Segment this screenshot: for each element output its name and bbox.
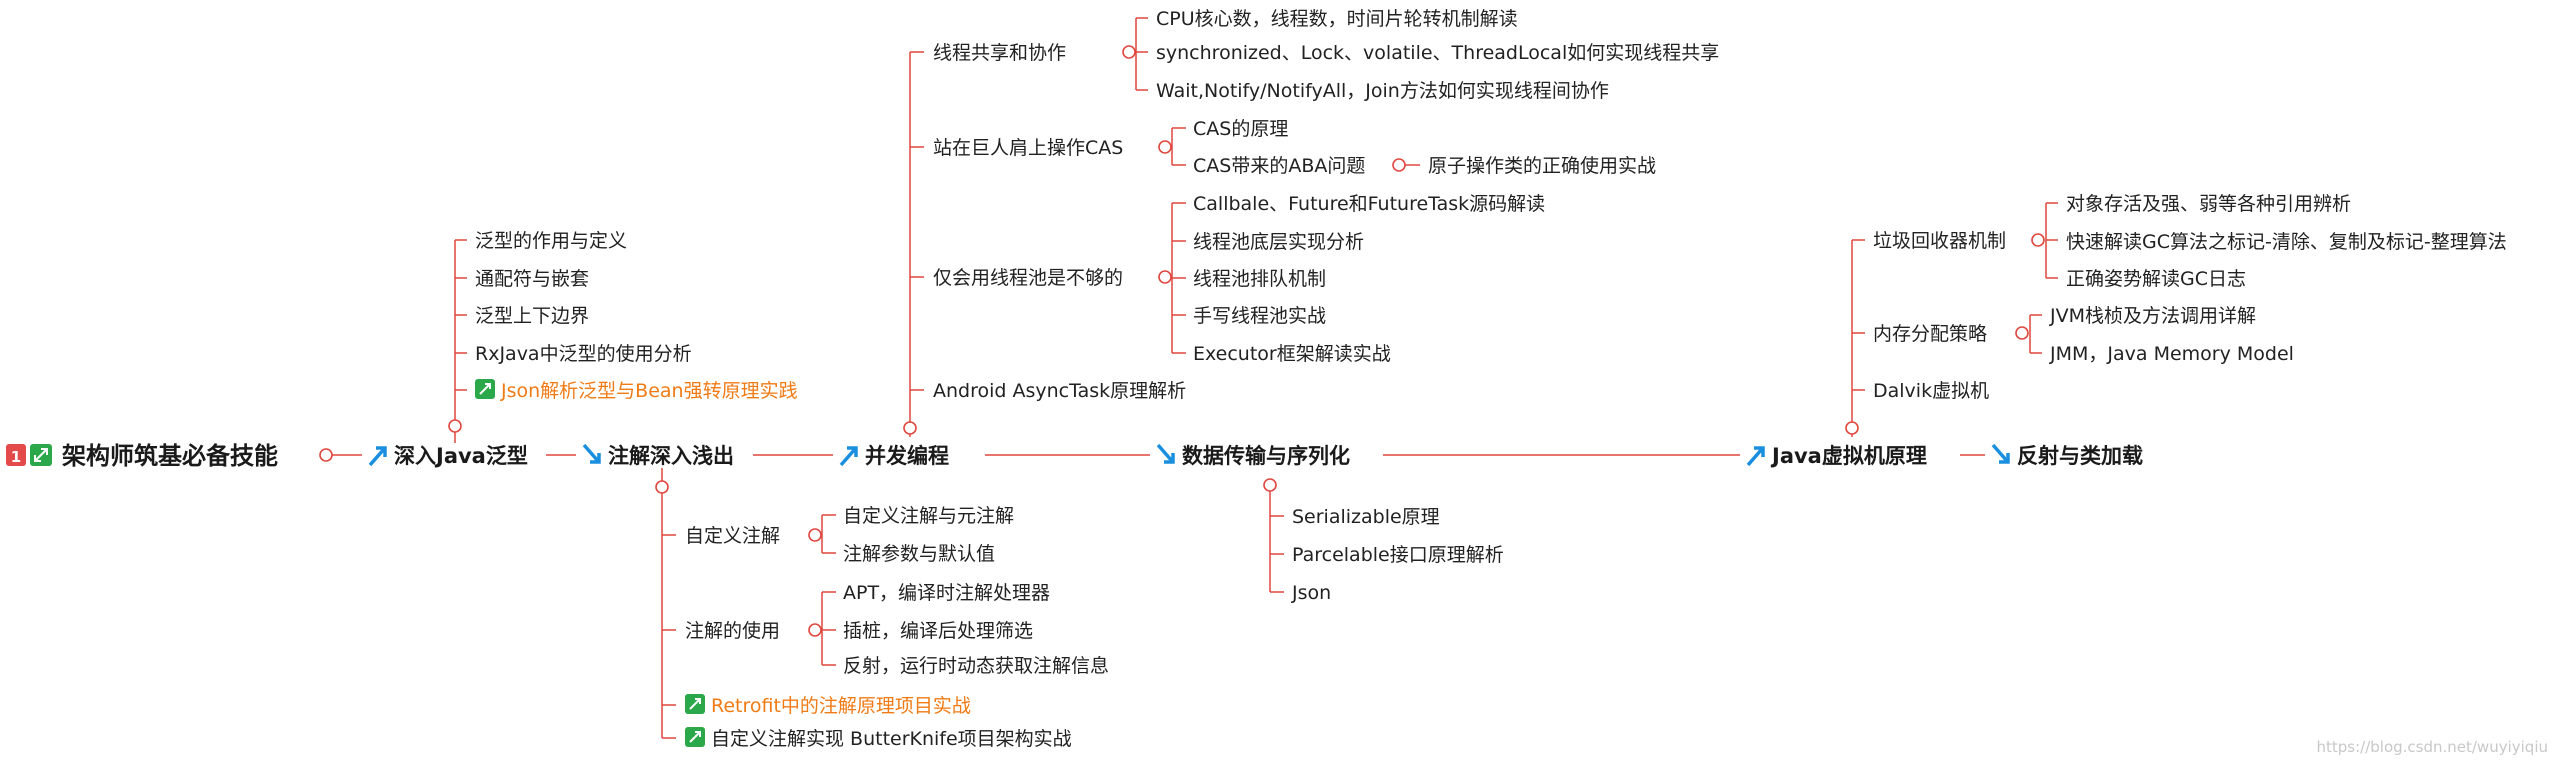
arrow-up-right-icon [368, 446, 387, 467]
jvm-item: JMM，Java Memory Model [2049, 343, 2294, 365]
concurrency-item: 手写线程池实战 [1193, 305, 1326, 327]
concurrency-connector [903, 421, 917, 435]
concurrency-item: Callbale、Future和FutureTask源码解读 [1193, 193, 1545, 215]
topic-annotations: 注解深入浅出 [608, 444, 734, 468]
concurrency-item: 线程池排队机制 [1193, 268, 1326, 290]
concurrency-item: synchronized、Lock、volatile、ThreadLocal如何… [1156, 42, 1719, 64]
generics-item-highlight: Json解析泛型与Bean强转原理实践 [500, 380, 798, 402]
topic-generics: 深入Java泛型 [394, 444, 528, 468]
topic-jvm: Java虚拟机原理 [1770, 444, 1927, 468]
concurrency-item: Wait,Notify/NotifyAll，Join方法如何实现线程间协作 [1156, 80, 1609, 102]
concurrency-item: 线程池底层实现分析 [1193, 231, 1364, 253]
concurrency-item: CAS带来的ABA问题 [1193, 155, 1365, 177]
generics-branches [454, 239, 467, 443]
serialization-item: Serializable原理 [1292, 506, 1440, 528]
jvm-connector [1845, 421, 1859, 435]
concurrency-group-connector [1122, 45, 1136, 59]
annotations-item: 插桩，编译后处理筛选 [843, 620, 1033, 642]
serialization-connector [1263, 478, 1277, 492]
annotations-group-connector [808, 528, 822, 542]
jvm-branches [1851, 202, 2058, 437]
jvm-group-connector [2031, 233, 2045, 247]
link-icon [685, 694, 705, 714]
root-label: 架构师筑基必备技能 [62, 442, 278, 470]
arrow-down-right-icon [1991, 443, 2010, 464]
annotations-item: 注解参数与默认值 [843, 543, 995, 565]
arrow-up-right-icon [1746, 446, 1765, 467]
generics-item: 泛型上下边界 [475, 305, 589, 327]
link-icon [685, 727, 705, 747]
jvm-item: 对象存活及强、弱等各种引用辨析 [2066, 193, 2351, 215]
jvm-item: 正确姿势解读GC日志 [2066, 268, 2246, 290]
arrow-down-right-icon [1156, 443, 1175, 464]
annotations-connector [655, 480, 669, 494]
arrow-up-right-icon [839, 446, 858, 467]
watermark: https://blog.csdn.net/wuyiyiqiu [2316, 738, 2548, 756]
annotations-group: 自定义注解 [685, 525, 780, 547]
root-number-badge [6, 444, 26, 466]
concurrency-group: 仅会用线程池是不够的 [933, 267, 1123, 289]
annotations-group: 注解的使用 [685, 620, 780, 642]
concurrency-item: CPU核心数，线程数，时间片轮转机制解读 [1156, 8, 1518, 30]
topic-serialization: 数据传输与序列化 [1182, 444, 1350, 468]
jvm-group-connector [2015, 326, 2029, 340]
concurrency-group: 线程共享和协作 [933, 42, 1066, 64]
generics-item: 泛型的作用与定义 [475, 230, 627, 252]
generics-item: RxJava中泛型的使用分析 [475, 343, 692, 365]
root-connector [319, 448, 333, 462]
root-link-icon [30, 444, 52, 466]
annotations-extra: 自定义注解实现 ButterKnife项目架构实战 [711, 728, 1072, 750]
jvm-group: 内存分配策略 [1873, 323, 1987, 345]
concurrency-item: Executor框架解读实战 [1193, 343, 1391, 365]
concurrency-group-connector [1158, 140, 1172, 154]
annotations-branches [661, 468, 836, 739]
serialization-item: Parcelable接口原理解析 [1292, 544, 1504, 566]
root-number: 1 [11, 448, 21, 466]
topic-concurrency: 并发编程 [865, 444, 949, 468]
annotations-item: 自定义注解与元注解 [843, 505, 1014, 527]
generics-item: 通配符与嵌套 [475, 268, 589, 290]
jvm-extra: Dalvik虚拟机 [1873, 380, 1989, 402]
jvm-item: 快速解读GC算法之标记-清除、复制及标记-整理算法 [2066, 231, 2507, 253]
serialization-branches [1269, 488, 1284, 593]
annotations-item: 反射，运行时动态获取注解信息 [843, 655, 1109, 677]
concurrency-item: CAS的原理 [1193, 118, 1288, 140]
annotations-group-connector [808, 623, 822, 637]
concurrency-group-connector [1158, 270, 1172, 284]
arrow-down-right-icon [582, 443, 601, 464]
concurrency-branches [909, 17, 1420, 437]
annotations-extra-highlight: Retrofit中的注解原理项目实战 [711, 695, 971, 717]
serialization-item: Json [1291, 582, 1331, 604]
link-icon [475, 379, 495, 399]
generics-connector [448, 419, 462, 433]
jvm-item: JVM栈桢及方法调用详解 [2049, 305, 2256, 327]
concurrency-extra: Android AsyncTask原理解析 [933, 380, 1186, 402]
concurrency-sub-item: 原子操作类的正确使用实战 [1428, 155, 1656, 177]
concurrency-sub-connector [1392, 158, 1406, 172]
annotations-item: APT，编译时注解处理器 [843, 582, 1050, 604]
jvm-group: 垃圾回收器机制 [1873, 230, 2006, 252]
concurrency-group: 站在巨人肩上操作CAS [933, 137, 1123, 159]
topic-reflection: 反射与类加载 [2017, 444, 2143, 468]
